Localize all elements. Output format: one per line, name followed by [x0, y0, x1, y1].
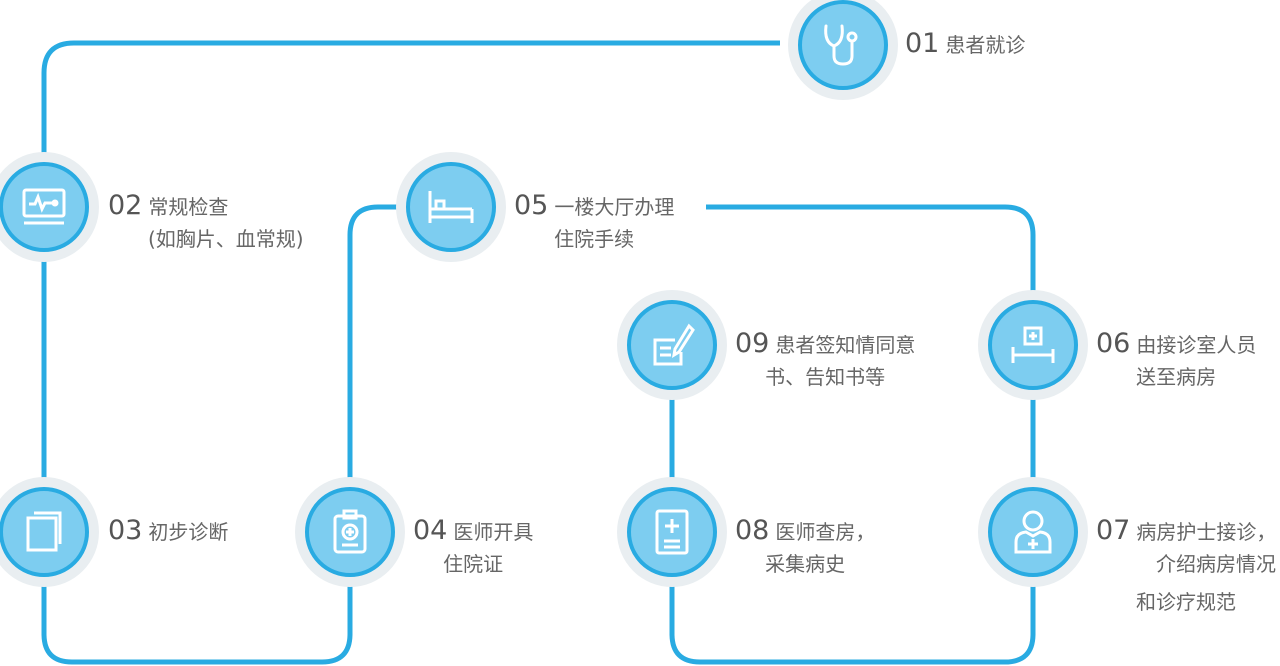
hospital-bed-icon [1011, 326, 1055, 363]
step-06-node [978, 290, 1088, 400]
step-09-node [617, 290, 727, 400]
stethoscope-icon [824, 24, 858, 66]
step-03-node [0, 477, 99, 587]
clipboard-icon [333, 509, 367, 554]
step-07-node [978, 477, 1088, 587]
flow-line-2 [669, 204, 1036, 665]
bed-icon [428, 191, 474, 223]
step-08-node [617, 477, 727, 587]
step-01-node [788, 0, 898, 100]
step-02-node [0, 152, 99, 262]
sign-document-icon [653, 323, 695, 366]
flow-line-1 [41, 40, 780, 665]
step-05-node [396, 152, 506, 262]
medical-record-icon [655, 509, 689, 555]
step-04-node [295, 477, 405, 587]
nurse-icon [1014, 510, 1052, 554]
book-icon [26, 511, 62, 552]
monitor-icon [22, 188, 66, 225]
